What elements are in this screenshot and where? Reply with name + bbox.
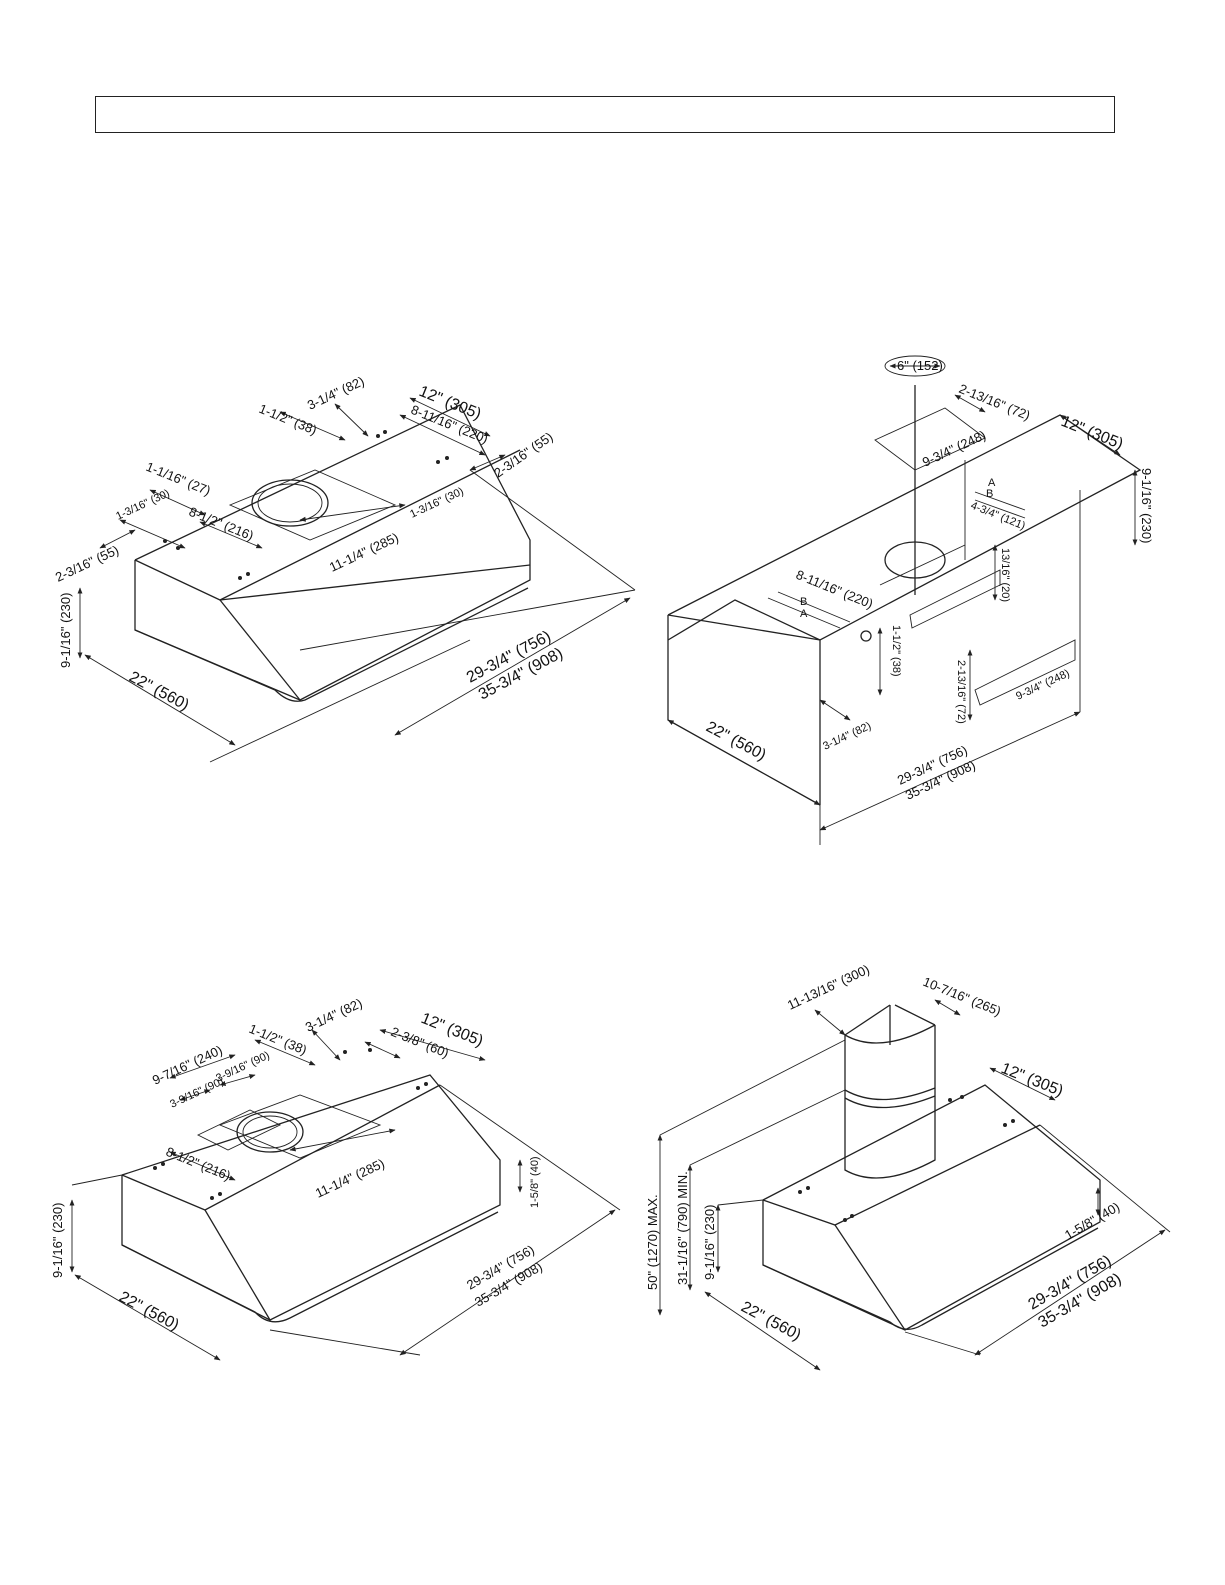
- d1-label-11-1-4: 11-1/4" (285): [327, 530, 401, 575]
- d4-chimney: [844, 1004, 936, 1179]
- d3-label-9-1-16: 9-1/16" (230): [50, 1203, 65, 1278]
- diagram-2-duct-layout: 6" (152) 2-13/16" (72) 12" (305) 9-3/4" …: [667, 355, 1154, 845]
- d4-label-50-max: 50" (1270) MAX.: [645, 1194, 660, 1290]
- d3-dimension-lines: [69, 1029, 621, 1361]
- d3-label-22: 22" (560): [116, 1289, 182, 1335]
- d3-hood-body: [121, 1048, 501, 1323]
- d2-label-a-top: A: [988, 477, 996, 489]
- d2-label-a-front: A: [800, 608, 808, 620]
- d3-label-1-5-8: 1-5/8" (40): [529, 1156, 541, 1208]
- d1-label-9-1-16: 9-1/16" (230): [58, 593, 73, 668]
- d2-dimension-lines: [667, 363, 1138, 845]
- d4-label-10-7-16: 10-7/16" (265): [921, 974, 1003, 1019]
- d2-label-9-3-4-top: 9-3/4" (248): [920, 427, 988, 469]
- d3-dimension-labels: 3-1/4" (82) 12" (305) 1-1/2" (38) 2-3/8"…: [50, 995, 545, 1334]
- d2-label-b-top: B: [986, 488, 993, 500]
- d2-label-4-3-4: 4-3/4" (121): [969, 500, 1027, 533]
- d3-label-1-1-2: 1-1/2" (38): [247, 1021, 309, 1058]
- d4-dimension-labels: 11-13/16" (300) 10-7/16" (265) 12" (305)…: [645, 962, 1124, 1345]
- d1-dimension-labels: 3-1/4" (82) 12" (305) 1-1/2" (38) 8-11/1…: [53, 373, 566, 714]
- d2-dimension-labels: 6" (152) 2-13/16" (72) 12" (305) 9-3/4" …: [703, 358, 1154, 803]
- d3-label-11-1-4: 11-1/4" (285): [313, 1156, 387, 1201]
- d2-label-6: 6" (152): [897, 358, 943, 373]
- d2-label-1-1-2: 1-1/2" (38): [890, 625, 902, 677]
- d2-label-2-13-16-top: 2-13/16" (72): [957, 381, 1033, 423]
- d4-label-1-5-8: 1-5/8" (40): [1062, 1199, 1122, 1242]
- d2-label-9-1-16: 9-1/16" (230): [1139, 468, 1154, 543]
- d1-label-2-3-16-left: 2-3/16" (55): [53, 542, 121, 584]
- d1-label-22: 22" (560): [126, 669, 192, 715]
- d4-dimension-lines: [657, 999, 1171, 1371]
- d2-label-13-16: 13/16" (20): [999, 548, 1011, 602]
- diagram-3-under-cabinet-hood-rear: 3-1/4" (82) 12" (305) 1-1/2" (38) 2-3/8"…: [50, 995, 621, 1361]
- d4-label-9-1-16: 9-1/16" (230): [702, 1205, 717, 1280]
- d1-label-1-3-16-right: 1-3/16" (30): [408, 485, 465, 520]
- d2-label-12: 12" (305): [1059, 413, 1126, 453]
- d2-label-2-13-16-bottom: 2-13/16" (72): [955, 660, 967, 724]
- d4-label-12: 12" (305): [999, 1060, 1066, 1100]
- d2-label-b-front: B: [800, 596, 807, 608]
- d4-label-11-13-16: 11-13/16" (300): [785, 962, 872, 1013]
- d1-hood-body: [134, 404, 531, 702]
- d1-dimension-lines: [77, 397, 636, 763]
- d4-label-31-1-16-min: 31-1/16" (790) MIN.: [675, 1171, 690, 1285]
- d1-label-1-3-16-left: 1-3/16" (30): [114, 487, 171, 522]
- d1-label-3-1-4: 3-1/4" (82): [305, 373, 367, 412]
- d3-label-3-1-4: 3-1/4" (82): [303, 995, 365, 1034]
- d2-duct-ellipse: [884, 355, 946, 377]
- d1-label-2-3-16-right: 2-3/16" (55): [491, 429, 555, 480]
- d2-label-3-1-4: 3-1/4" (82): [821, 720, 873, 753]
- d1-label-8-1-2: 8-1/2" (216): [187, 504, 256, 543]
- header-box: [95, 96, 1115, 133]
- diagram-4-chimney-hood: 11-13/16" (300) 10-7/16" (265) 12" (305)…: [645, 962, 1171, 1371]
- diagram-1-under-cabinet-hood: 3-1/4" (82) 12" (305) 1-1/2" (38) 8-11/1…: [53, 373, 636, 763]
